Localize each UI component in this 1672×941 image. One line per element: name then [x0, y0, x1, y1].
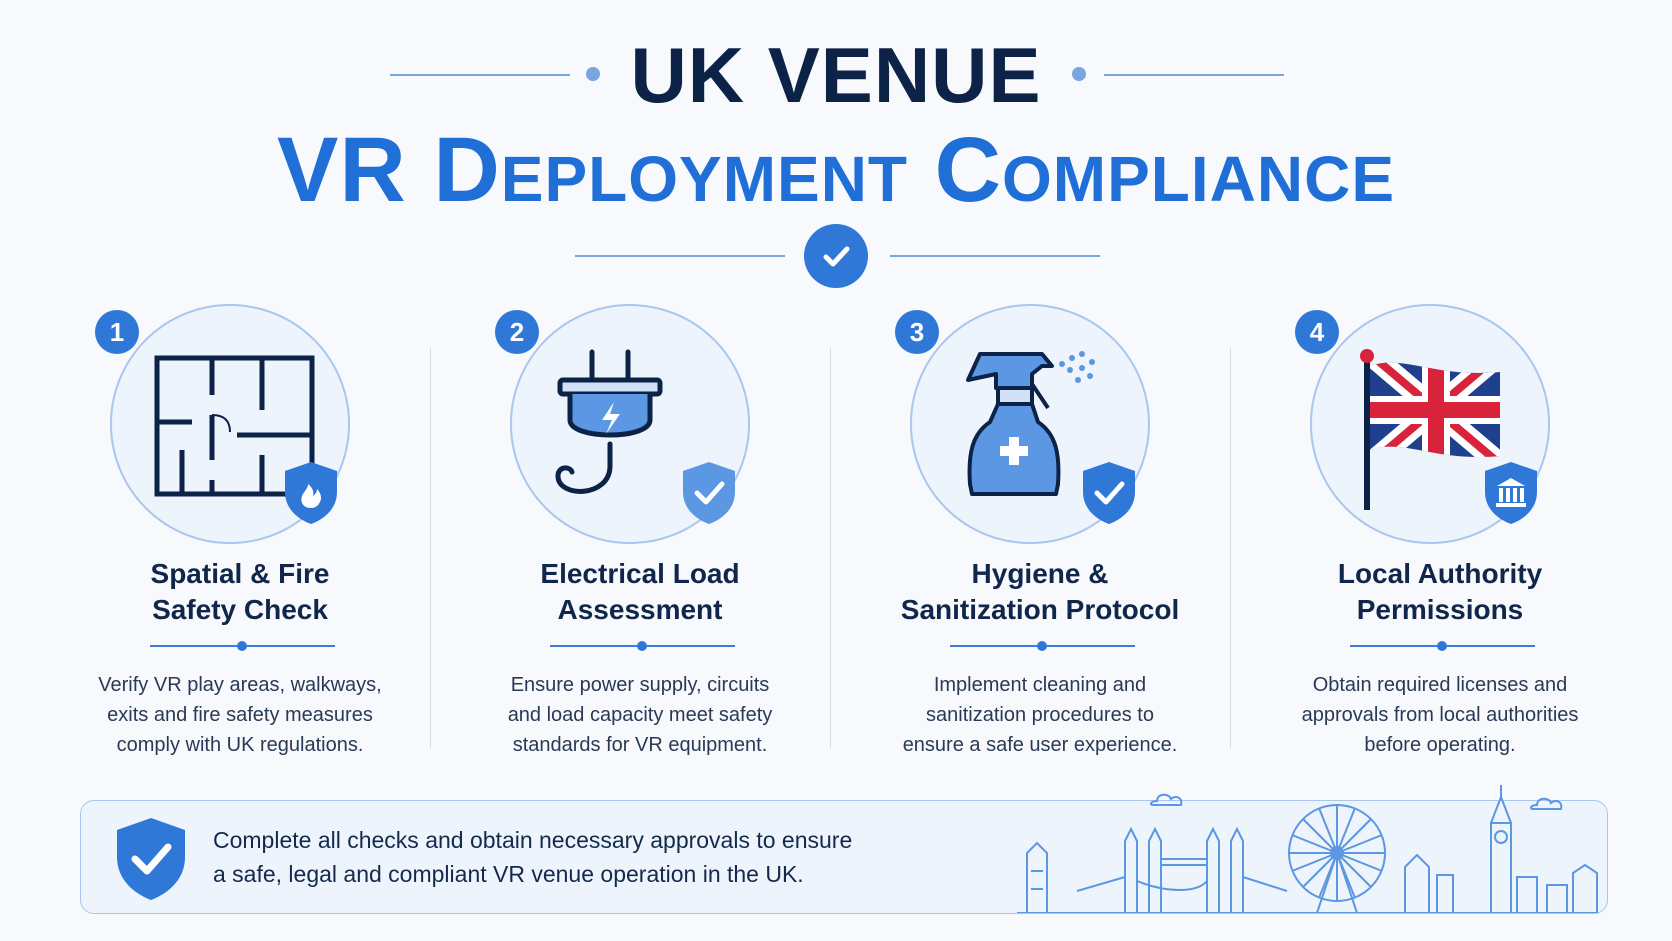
fire-shield-icon: [285, 462, 337, 524]
title-underline-dot: [237, 641, 247, 651]
checkmark-icon: [804, 224, 868, 288]
page-title-line1: UK VENUE: [630, 31, 1042, 119]
title-decoration-line-left: [390, 74, 570, 76]
step-description: Implement cleaning and sanitization proc…: [860, 670, 1220, 760]
step-description-line2: exits and fire safety measures: [107, 704, 373, 726]
step-card-local-authority: 4: [1240, 300, 1640, 770]
footer-message: Complete all checks and obtain necessary…: [213, 823, 973, 891]
footer-banner: Complete all checks and obtain necessary…: [80, 785, 1608, 914]
power-plug-icon: [555, 349, 663, 494]
title-decoration-dot-right: [1072, 67, 1086, 81]
step-title: Local Authority Permissions: [1240, 556, 1640, 628]
step-title-line2: Permissions: [1356, 594, 1524, 625]
step-description-line2: approvals from local authorities: [1301, 704, 1579, 726]
title-decoration-line-right: [1104, 74, 1284, 76]
header: UK VENUE VR Deployment Compliance: [0, 0, 1672, 300]
floor-plan-icon: [154, 355, 315, 497]
step-description-line1: Ensure power supply, circuits: [510, 674, 770, 696]
card-divider: [830, 348, 831, 748]
step-number-badge: 1: [95, 310, 139, 354]
step-card-hygiene: 3 Hygiene & Sanitization Protocol: [840, 300, 1240, 770]
step-title: Electrical Load Assessment: [440, 556, 840, 628]
step-description-line3: comply with UK regulations.: [116, 734, 364, 756]
check-decoration-line-right: [890, 255, 1100, 257]
check-shield-icon: [117, 818, 185, 900]
government-building-shield-icon: [1485, 462, 1537, 524]
step-title: Hygiene & Sanitization Protocol: [840, 556, 1240, 628]
title-underline-dot: [1437, 641, 1447, 651]
step-title-line2: Sanitization Protocol: [900, 594, 1180, 625]
step-title-line2: Safety Check: [152, 594, 328, 625]
step-title-line1: Electrical Load: [540, 558, 740, 589]
title-underline-dot: [637, 641, 647, 651]
london-skyline-icon: [1017, 785, 1598, 913]
step-description-line1: Implement cleaning and: [933, 674, 1147, 696]
title-decoration-dot-left: [586, 67, 600, 81]
step-description-line2: and load capacity meet safety: [507, 704, 773, 726]
check-decoration-line-left: [575, 255, 785, 257]
step-description-line2: sanitization procedures to: [926, 704, 1154, 726]
compliance-steps: 1 Spatial & Fire Safety Check Verify VR …: [40, 300, 1640, 770]
step-card-electrical: 2 Electrical Load Assessment Ensure powe…: [440, 300, 840, 770]
check-shield-icon: [1083, 462, 1135, 524]
uk-flag-icon: [1360, 349, 1500, 510]
step-title-line1: Local Authority: [1337, 558, 1543, 589]
step-description: Ensure power supply, circuits and load c…: [460, 670, 820, 760]
footer-message-line1: Complete all checks and obtain necessary…: [213, 827, 853, 853]
title-underline-dot: [1037, 641, 1047, 651]
step-description-line3: ensure a safe user experience.: [902, 734, 1178, 756]
step-title-line2: Assessment: [557, 594, 723, 625]
step-title: Spatial & Fire Safety Check: [40, 556, 440, 628]
step-description-line3: before operating.: [1364, 734, 1516, 756]
spray-bottle-icon: [966, 351, 1095, 496]
step-description-line3: standards for VR equipment.: [512, 734, 768, 756]
step-title-line1: Hygiene &: [971, 558, 1109, 589]
step-card-spatial-fire: 1 Spatial & Fire Safety Check Verify VR …: [40, 300, 440, 770]
step-number-badge: 2: [495, 310, 539, 354]
footer-message-line2: a safe, legal and compliant VR venue ope…: [213, 861, 804, 887]
step-description-line1: Obtain required licenses and: [1312, 674, 1568, 696]
step-description-line1: Verify VR play areas, walkways,: [98, 674, 382, 696]
step-title-line1: Spatial & Fire: [150, 558, 330, 589]
step-description: Verify VR play areas, walkways, exits an…: [60, 670, 420, 760]
card-divider: [430, 348, 431, 748]
step-number-badge: 4: [1295, 310, 1339, 354]
check-shield-icon: [683, 462, 735, 524]
page-title-line2: VR Deployment Compliance: [276, 119, 1396, 221]
step-description: Obtain required licenses and approvals f…: [1260, 670, 1620, 760]
card-divider: [1230, 348, 1231, 748]
step-number-badge: 3: [895, 310, 939, 354]
